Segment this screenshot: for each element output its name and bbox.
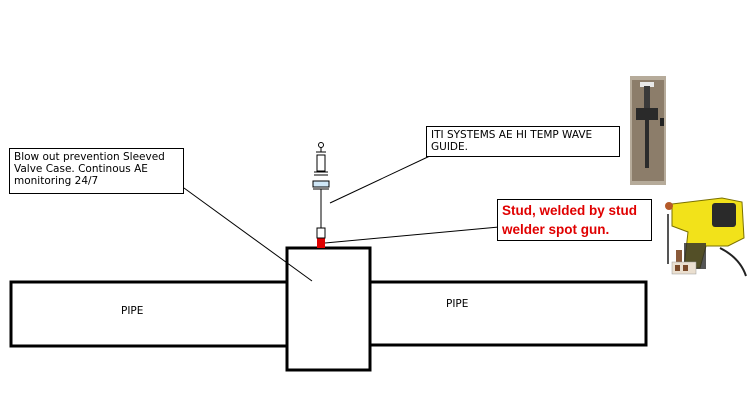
sleeve-callout-text: Blow out prevention Sleeved Valve Case. … xyxy=(14,151,165,187)
leader-waveguide xyxy=(329,154,433,204)
leader-stud xyxy=(324,226,500,244)
ae-sensor-waveguide-icon xyxy=(312,142,330,239)
waveguide-callout-text: ITI SYSTEMS AE HI TEMP WAVE GUIDE. xyxy=(431,129,593,153)
waveguide-callout: ITI SYSTEMS AE HI TEMP WAVE GUIDE. xyxy=(426,126,620,157)
waveguide-photo xyxy=(630,76,666,185)
pipe-left-label: PIPE xyxy=(121,305,144,317)
sleeve-callout: Blow out prevention Sleeved Valve Case. … xyxy=(9,148,184,194)
sleeved-valve-case xyxy=(285,246,372,372)
stud-welder-gun-photo xyxy=(664,191,747,279)
stud-callout: Stud, welded by stud welder spot gun. xyxy=(497,199,652,241)
stud xyxy=(317,238,325,248)
pipe-right xyxy=(368,280,648,347)
leader-sleeve xyxy=(183,187,313,282)
stud-callout-text: Stud, welded by stud welder spot gun. xyxy=(502,203,638,237)
pipe-left xyxy=(9,280,290,348)
pipe-right-label: PIPE xyxy=(446,298,469,310)
